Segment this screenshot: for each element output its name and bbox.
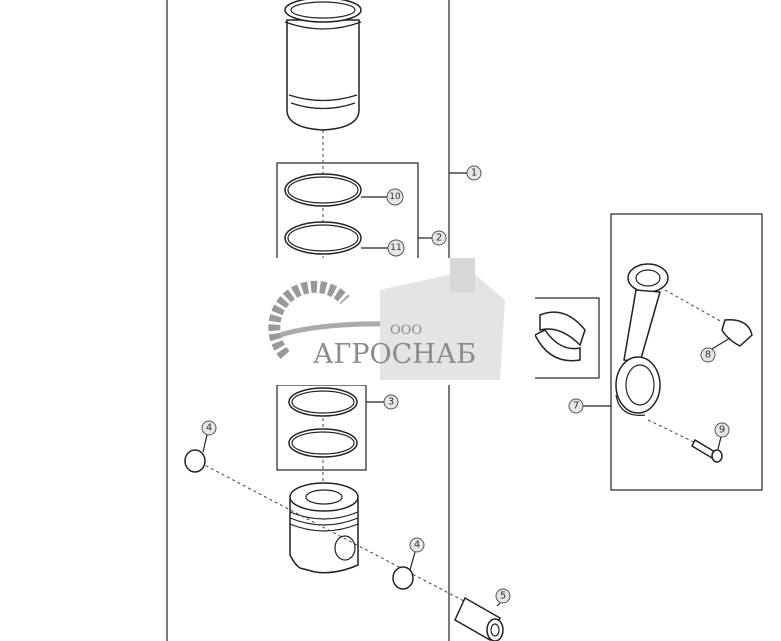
piston-rings-lower [288, 387, 358, 458]
connecting-rod-frame [610, 213, 763, 491]
callout-7[interactable]: 7 [568, 398, 584, 414]
rod-bolt [691, 438, 723, 463]
callout-1[interactable]: 1 [466, 165, 482, 181]
callout-11[interactable]: 11 [387, 239, 405, 257]
callout-2[interactable]: 2 [431, 230, 447, 246]
svg-text:2: 2 [436, 233, 442, 244]
svg-text:10: 10 [389, 192, 401, 202]
callout-4-left[interactable]: 4 [201, 420, 217, 436]
callout-5[interactable]: 5 [495, 588, 511, 604]
connecting-rod [615, 263, 669, 416]
watermark-prefix: ООО [390, 323, 422, 338]
svg-text:7: 7 [573, 401, 579, 412]
piston-rings-upper [284, 173, 362, 255]
callout-3[interactable]: 3 [383, 394, 399, 410]
svg-text:4: 4 [206, 423, 212, 434]
svg-text:3: 3 [388, 397, 394, 408]
svg-text:9: 9 [719, 425, 725, 436]
snap-ring-right [392, 566, 414, 590]
callout-9[interactable]: 9 [714, 422, 730, 438]
svg-text:4: 4 [414, 540, 420, 551]
callout-10[interactable]: 10 [386, 188, 404, 206]
svg-text:8: 8 [705, 350, 711, 361]
svg-text:11: 11 [390, 243, 401, 253]
callout-8[interactable]: 8 [700, 347, 716, 363]
svg-text:5: 5 [500, 591, 506, 602]
watermark-name: АГРОСНАБ [313, 339, 476, 370]
callout-4-right[interactable]: 4 [409, 537, 425, 553]
svg-text:1: 1 [471, 168, 477, 179]
bushing [721, 319, 753, 347]
piston [289, 482, 359, 574]
bearing-shell [533, 311, 586, 362]
piston-pin [454, 596, 504, 641]
agrosnab-watermark-logo: ООО АГРОСНАБ [245, 258, 535, 385]
cylinder-liner [284, 0, 362, 131]
snap-ring-left [184, 449, 206, 473]
